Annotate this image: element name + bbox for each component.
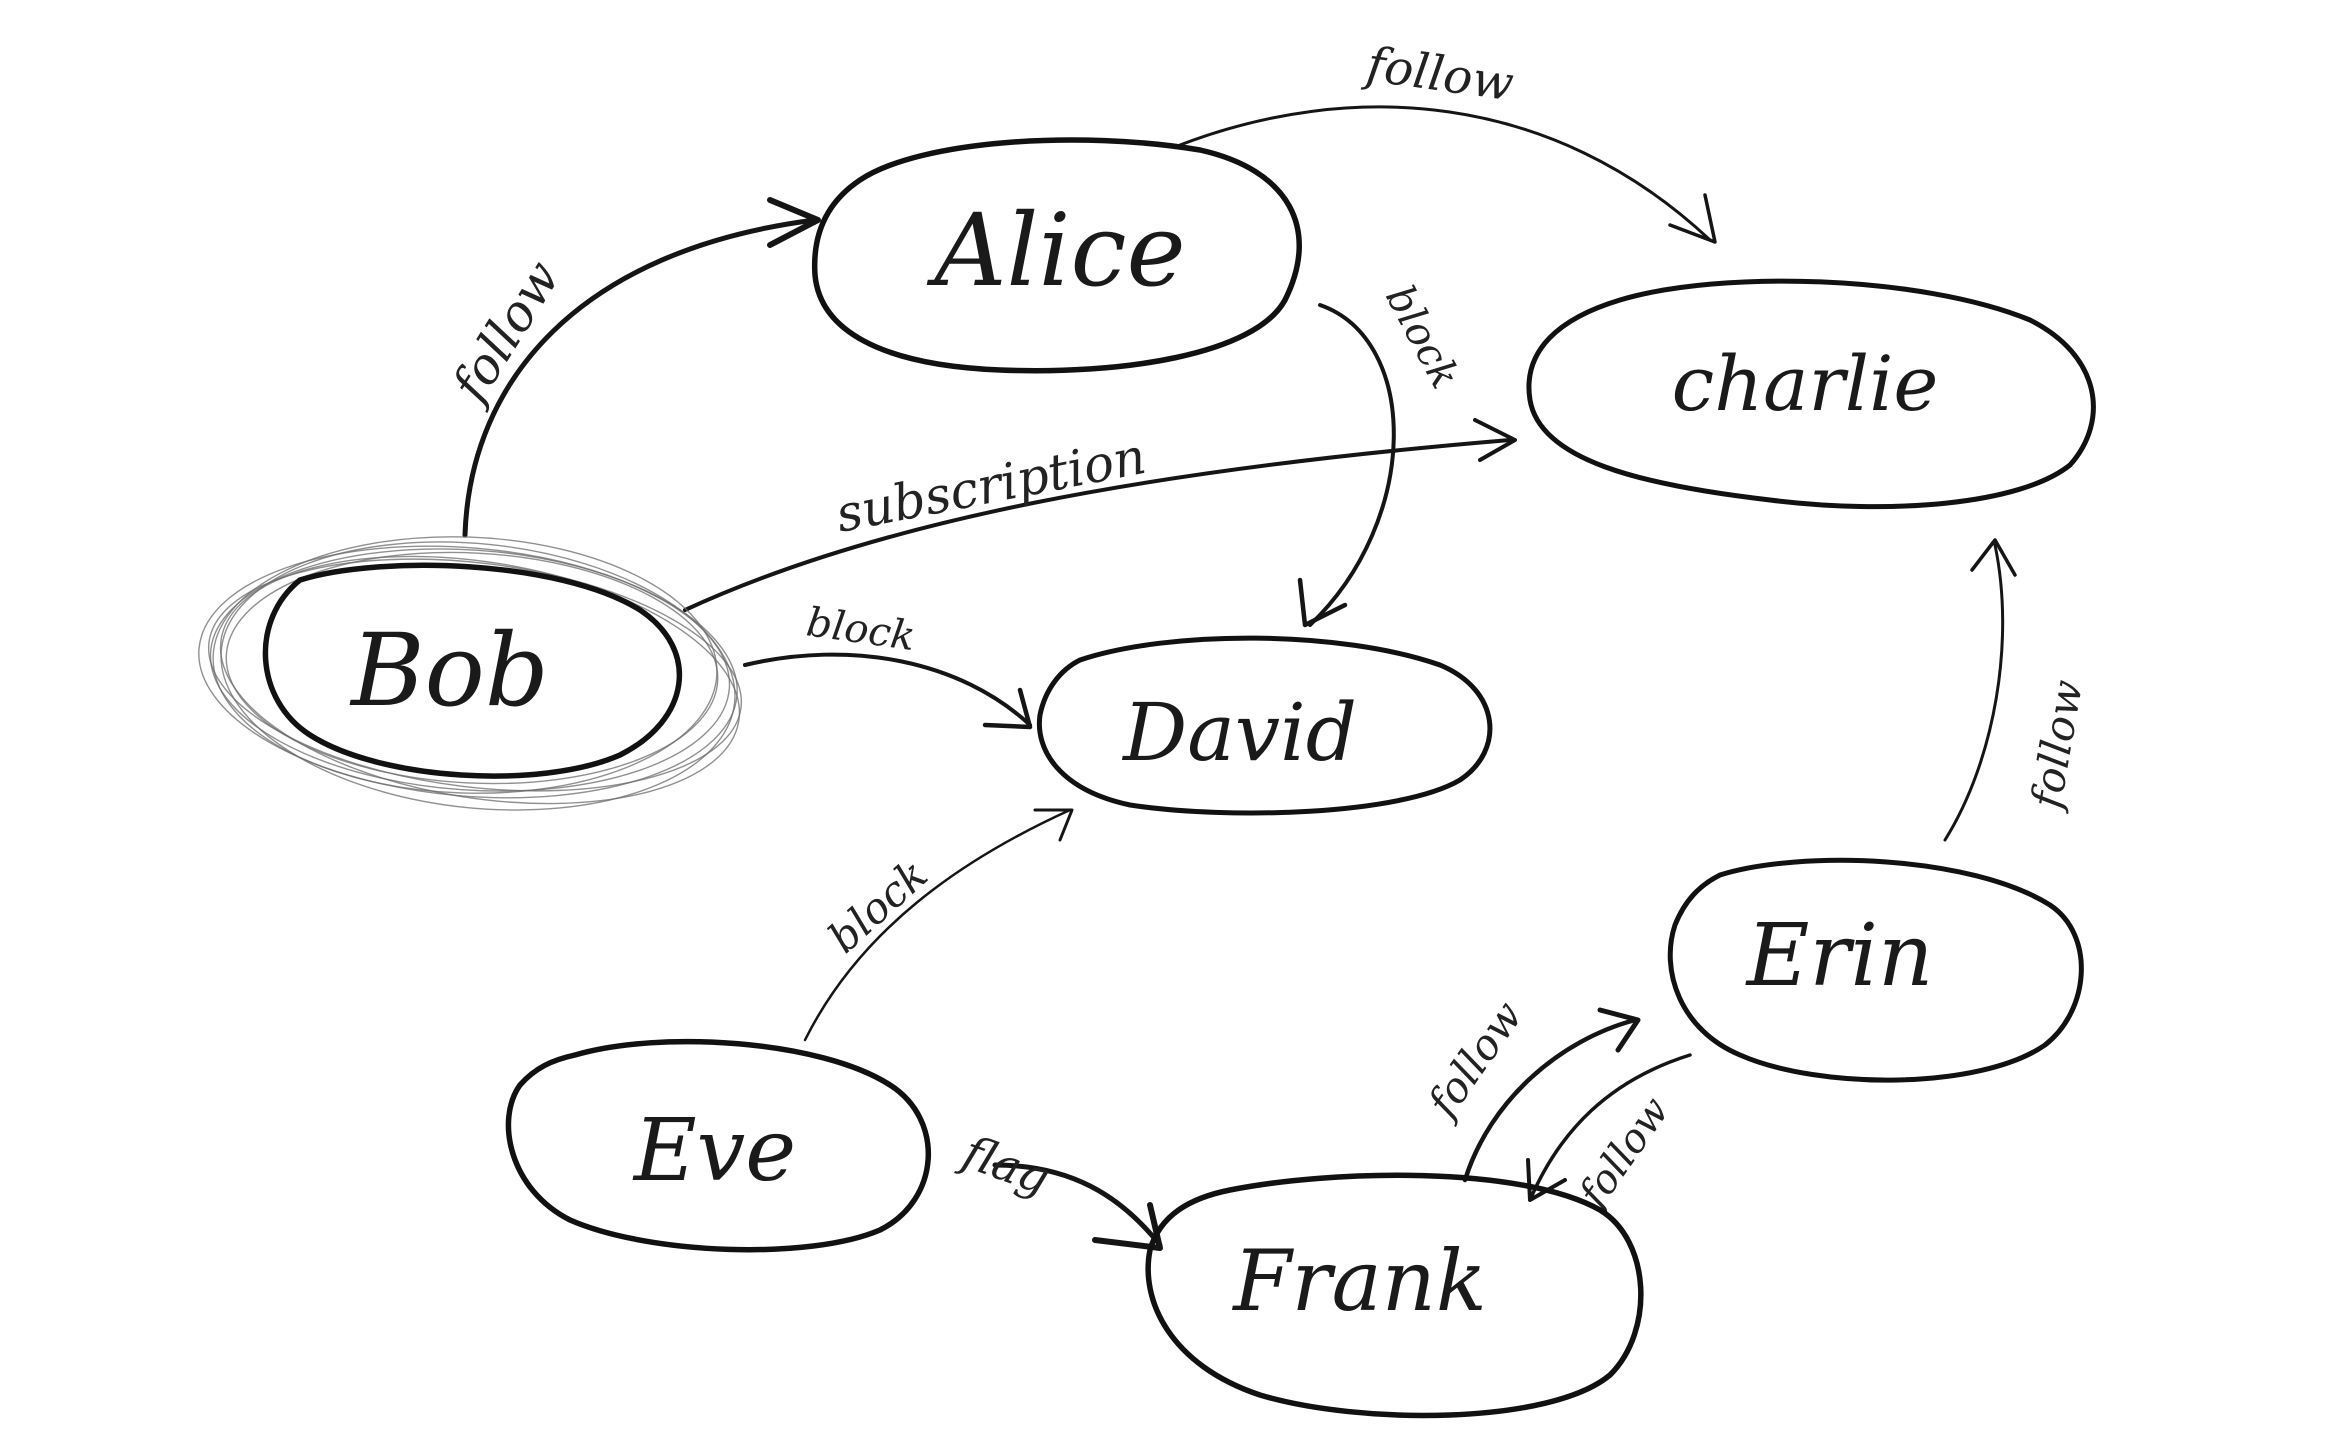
node-bob[interactable]: Bob bbox=[188, 518, 757, 838]
edge-label-alice-charlie: follow bbox=[1360, 36, 1517, 112]
edge-label-erin-charlie: follow bbox=[2021, 676, 2092, 814]
edge-bob-alice bbox=[462, 197, 821, 538]
edge-eve-david bbox=[803, 808, 1074, 1042]
node-charlie[interactable]: charlie bbox=[1526, 278, 2096, 510]
node-label-david: David bbox=[1121, 686, 1357, 779]
edge-frank-erin bbox=[1462, 1007, 1641, 1183]
edge-alice-david bbox=[1297, 303, 1396, 628]
node-label-charlie: charlie bbox=[1672, 339, 1939, 428]
edge-bob-charlie bbox=[683, 418, 1517, 612]
edge-eve-frank bbox=[992, 1162, 1163, 1251]
node-frank[interactable]: Frank bbox=[1145, 1172, 1644, 1419]
bob-highlight-scribble bbox=[198, 536, 743, 811]
node-label-alice: Alice bbox=[926, 192, 1185, 309]
node-erin[interactable]: Erin bbox=[1667, 857, 2084, 1083]
edge-erin-charlie bbox=[1943, 538, 2017, 842]
edge-alice-charlie bbox=[1178, 105, 1717, 244]
edge-label-bob-david: block bbox=[804, 599, 918, 660]
node-alice[interactable]: Alice bbox=[811, 137, 1302, 374]
edge-label-eve-frank: flag bbox=[953, 1124, 1057, 1206]
edge-label-erin-frank: follow bbox=[1569, 1089, 1679, 1218]
node-label-bob: Bob bbox=[349, 612, 549, 729]
edge-label-eve-david: block bbox=[819, 849, 937, 962]
node-label-erin: Erin bbox=[1745, 906, 1934, 1006]
node-label-eve: Eve bbox=[632, 1101, 796, 1201]
node-david[interactable]: David bbox=[1036, 635, 1493, 816]
edge-label-frank-erin: follow bbox=[1416, 992, 1532, 1128]
node-eve[interactable]: Eve bbox=[505, 1038, 932, 1253]
edge-erin-frank bbox=[1526, 1053, 1692, 1202]
node-label-frank: Frank bbox=[1231, 1232, 1487, 1330]
edge-bob-david bbox=[743, 652, 1033, 730]
edge-label-bob-charlie: subscription bbox=[831, 427, 1150, 544]
edge-label-alice-david: block bbox=[1376, 278, 1468, 396]
